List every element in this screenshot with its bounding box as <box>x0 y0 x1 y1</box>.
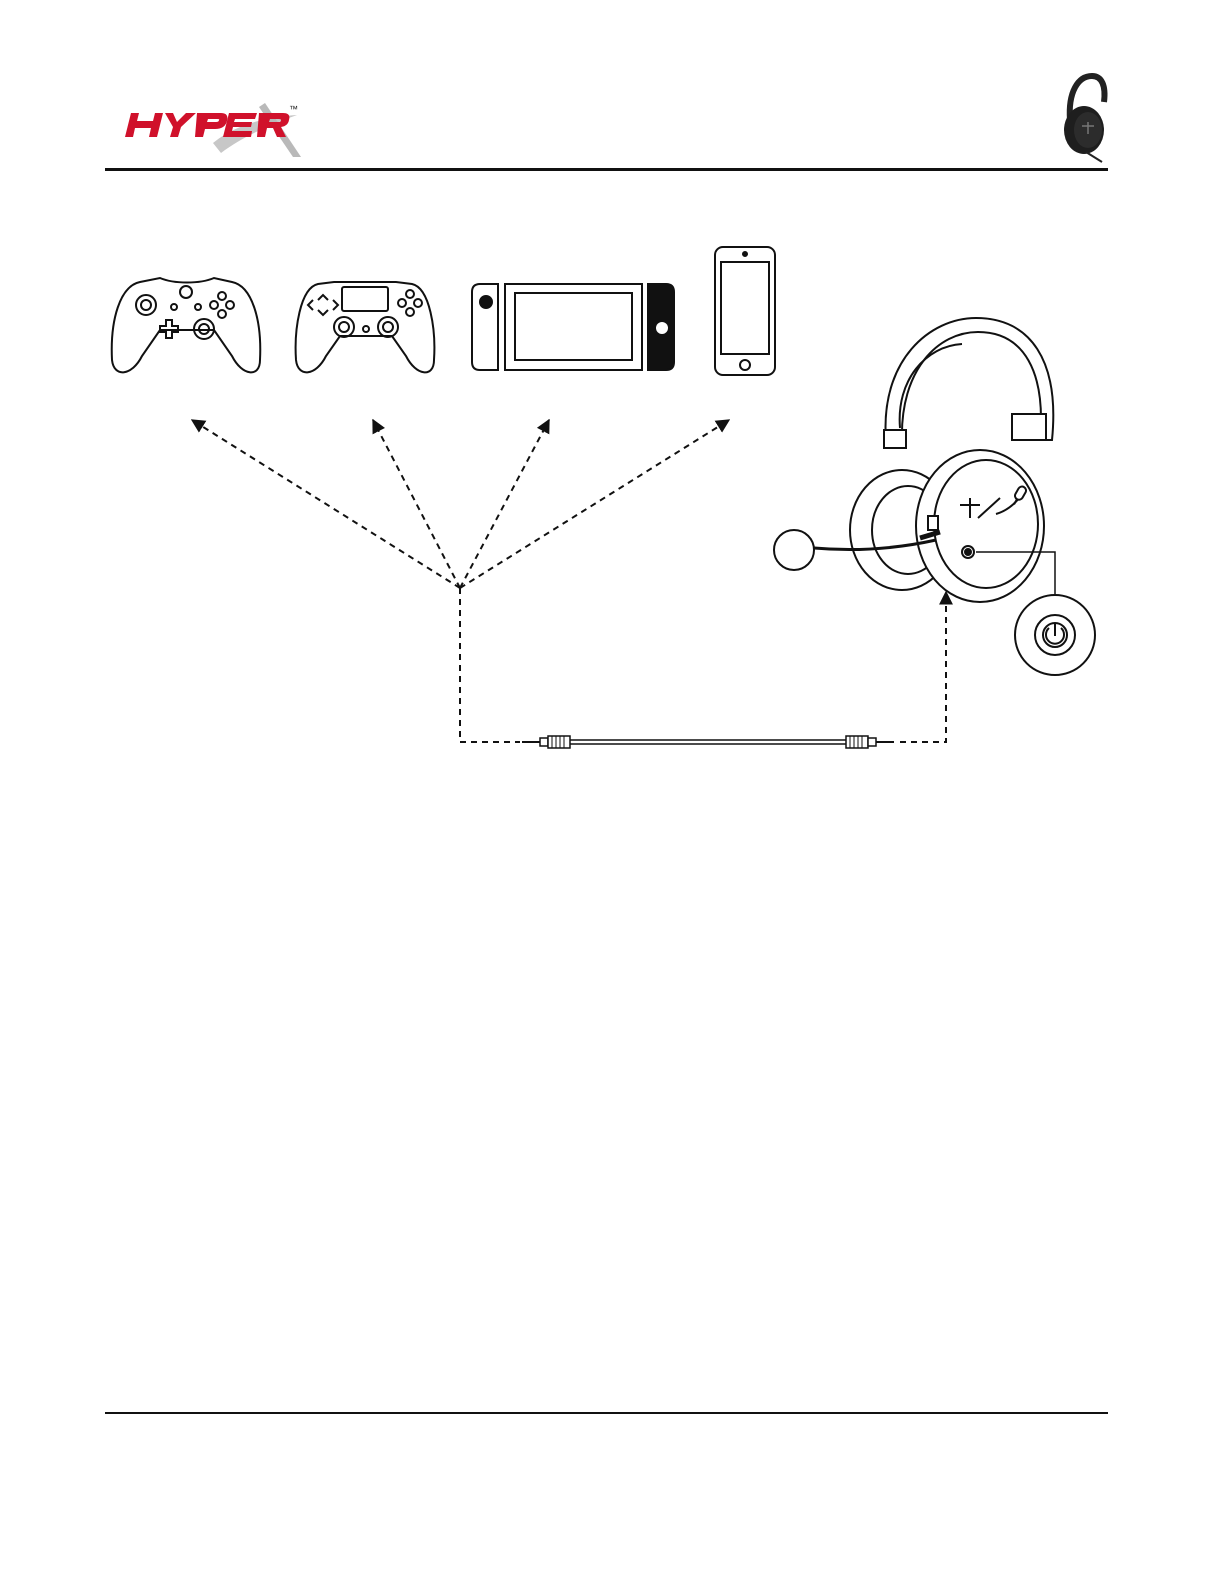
headset-illustration <box>774 318 1053 602</box>
page-header: ™ <box>0 0 1224 175</box>
trademark-symbol: ™ <box>289 104 298 114</box>
hyperx-logo <box>125 95 305 165</box>
connection-diagram <box>0 200 1224 800</box>
connection-arrows <box>192 420 946 742</box>
playstation-controller-icon <box>296 282 435 372</box>
smartphone-icon <box>715 247 775 375</box>
header-divider <box>105 168 1108 171</box>
footer-divider <box>105 1412 1108 1414</box>
nintendo-switch-icon <box>472 284 674 370</box>
audio-cable-3-5mm-icon <box>522 736 894 748</box>
xbox-controller-icon <box>112 278 261 372</box>
headset-thumbnail-icon <box>1058 72 1110 164</box>
